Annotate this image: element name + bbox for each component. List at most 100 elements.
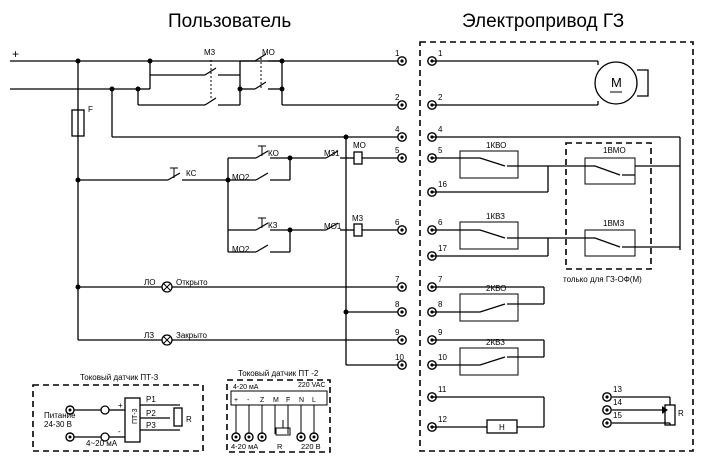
pt3-minus: - (118, 427, 121, 436)
pt3-power-v: 24-30 В (44, 420, 72, 429)
heading-actuator: Электропривод ГЗ (462, 11, 624, 32)
motor: M (432, 60, 649, 106)
left-terminal-4: 4 (395, 125, 407, 142)
left-terminal-7: 7 (395, 275, 407, 292)
left-terminal-9: 9 (395, 328, 407, 345)
right-terminal-4-2: 4 (427, 125, 443, 142)
kvz2-label: 2КВЗ (486, 338, 505, 347)
lo-label: ЛО (144, 278, 155, 287)
pot-r-label: R (678, 409, 684, 418)
pt3-p3: Р3 (146, 421, 156, 430)
right-terminal-2-1-number: 2 (438, 93, 443, 102)
right-terminal-17-6-number: 17 (438, 244, 447, 253)
right-terminal-10-10-number: 10 (438, 353, 447, 362)
heading-user: Пользователь (168, 11, 291, 32)
vmz1-label: 1ВМЗ (603, 219, 624, 228)
only-gz-label: только для ГЗ-ОФ(М) (563, 275, 642, 284)
vmo1-label: 1ВМО (603, 146, 626, 155)
pt2-pin-3: M (273, 397, 279, 404)
pt2-out-top: 4-20 мА (233, 384, 259, 391)
right-terminal-8-8: 8 (427, 300, 443, 317)
left-terminal-8: 8 (395, 300, 407, 317)
right-terminal-17-6: 17 (427, 244, 447, 261)
pt2-pin-6: L (312, 397, 316, 404)
sensor-pt2: Токовый датчик ПТ -2 4-20 мА 220 VAC +-Z… (226, 369, 331, 453)
right-terminal-7-7-number: 7 (438, 275, 443, 284)
kz-label: КЗ (268, 221, 278, 230)
left-terminal-2: 2 (395, 93, 407, 110)
right-terminal-6-5-number: 6 (438, 218, 443, 227)
right-terminal-14-14-number: 14 (613, 398, 622, 407)
right-terminal-12-12: 12 (427, 415, 447, 432)
left-terminal-2-number: 2 (395, 93, 400, 102)
pt3-title: Токовый датчик ПТ-3 (80, 373, 159, 382)
pt3-p2: Р2 (146, 409, 156, 418)
right-terminal-6-5: 6 (427, 218, 443, 235)
right-terminal-8-8-number: 8 (438, 300, 443, 309)
right-terminal-7-7: 7 (427, 275, 443, 292)
mo-contact-label: МО (262, 48, 275, 57)
right-terminal-11-11: 11 (427, 385, 447, 402)
pt2-pin-0: + (234, 397, 238, 404)
left-terminal-column: 1 2 4 5 6 7 8 9 10 (395, 49, 407, 370)
pt2-bottom-right: 220 В (301, 442, 321, 451)
left-terminal-10-number: 10 (395, 353, 404, 362)
pt2-pin-5: N (299, 397, 304, 404)
pt2-title: Токовый датчик ПТ -2 (238, 369, 319, 378)
right-terminal-9-9: 9 (427, 328, 443, 345)
left-terminal-7-number: 7 (395, 275, 400, 284)
reversing-contacts (137, 53, 398, 106)
open-label: Открыто (176, 278, 208, 287)
mo2-b-label: МО2 (232, 245, 250, 254)
plus-label: + (12, 47, 19, 61)
pt2-pin-2: Z (260, 397, 265, 404)
pt3-device: ПТ-3 (132, 408, 139, 424)
kvo2-label: 2КВО (486, 284, 506, 293)
left-terminal-6-number: 6 (395, 218, 400, 227)
right-terminal-2-1: 2 (427, 93, 443, 110)
right-terminal-12-12-number: 12 (438, 415, 447, 424)
pt3-out: 4~20 мА (86, 439, 118, 448)
pt2-vac: 220 VAC (298, 382, 326, 389)
pt3-plus: + (118, 401, 123, 410)
minus-label: - (12, 81, 16, 95)
left-terminal-5-number: 5 (395, 146, 400, 155)
pt3-r: R (186, 415, 192, 424)
motor-label: M (611, 75, 622, 90)
mo1-label: МО1 (324, 222, 342, 231)
right-terminal-13-13: 13 (602, 385, 622, 402)
left-terminal-6: 6 (395, 218, 407, 235)
right-terminal-5-3-number: 5 (438, 146, 443, 155)
pt3-power: Питание (44, 411, 76, 420)
sensor-pt3: Токовый датчик ПТ-3 Питание 24-30 В ПТ-3… (32, 373, 204, 452)
right-terminal-5-3: 5 (427, 146, 443, 163)
right-terminal-13-13-number: 13 (613, 385, 622, 394)
right-terminal-1-0-number: 1 (438, 49, 443, 58)
right-terminal-9-9-number: 9 (438, 328, 443, 337)
right-terminal-10-10: 10 (427, 353, 447, 370)
right-terminal-15-15: 15 (602, 411, 622, 428)
pt2-bottom-left: 4-20 мА (231, 442, 258, 451)
left-terminal-1-number: 1 (395, 49, 400, 58)
right-terminal-16-4: 16 (427, 180, 447, 197)
m3-coil-label: М3 (352, 214, 364, 223)
pt2-pin-4: F (286, 397, 290, 404)
kvo1-label: 1КВО (486, 141, 506, 150)
pt2-bottom-r: R (277, 442, 283, 451)
mo2-a-label: МО2 (232, 173, 250, 182)
m3-contact-label: М3 (204, 48, 216, 57)
right-terminal-4-2-number: 4 (438, 125, 443, 134)
optional-block (565, 142, 652, 270)
right-terminal-16-4-number: 16 (438, 180, 447, 189)
left-terminal-8-number: 8 (395, 300, 400, 309)
kvz1-label: 1КВЗ (486, 212, 505, 221)
closed-label: Закрыто (176, 331, 208, 340)
left-terminal-10: 10 (395, 353, 407, 370)
ks-label: КС (186, 169, 197, 178)
right-terminal-11-11-number: 11 (438, 385, 447, 394)
mo-coil-label: МО (353, 141, 366, 150)
lz-label: ЛЗ (144, 331, 154, 340)
left-terminal-9-number: 9 (395, 328, 400, 337)
